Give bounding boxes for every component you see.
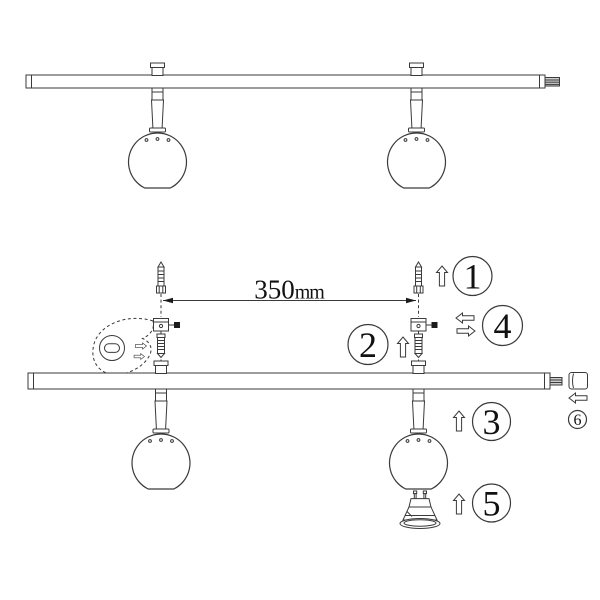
ceiling-bracket-right: [410, 318, 438, 332]
end-cap-curve: [572, 373, 574, 389]
slide-right-arrow-icon: [456, 325, 476, 337]
keyhole-slot: [104, 343, 120, 353]
wall-anchor-left: [156, 261, 166, 294]
step-4-number: 4: [494, 306, 512, 346]
slide-right-arrow-icon: [135, 342, 147, 350]
step-1-badge: 1: [452, 255, 493, 297]
rail-end-connector-stub: [549, 377, 563, 386]
rail-knob: [150, 62, 165, 76]
step-2-number: 2: [359, 325, 377, 365]
spotlight-head-right: [388, 388, 449, 490]
dimension-arrowhead-left: [163, 297, 173, 304]
keyhole-detail-callout: [92, 317, 154, 376]
dimension-350mm: 350mm: [163, 275, 416, 305]
bulb-up-arrow-icon: [453, 493, 465, 515]
step-6-badge: 6: [567, 409, 588, 430]
gu10-bulb: [399, 490, 441, 529]
step-1-number: 1: [464, 257, 482, 297]
dimension-label: 350mm: [254, 275, 325, 305]
rail-knob: [153, 360, 169, 374]
exploded-view: 350mm: [27, 255, 588, 529]
screw-up-arrow-icon: [397, 336, 409, 358]
step-6-number: 6: [574, 412, 582, 429]
rail-knob: [411, 360, 426, 374]
step-5-number: 5: [483, 484, 501, 524]
spotlight-head-left: [127, 87, 188, 189]
rail-end-cap: [568, 372, 588, 390]
step-2-badge: 2: [347, 323, 389, 366]
assembled-rail: [25, 74, 560, 89]
slide-right-arrow-icon: [133, 353, 145, 360]
spotlight-head-right: [386, 87, 447, 189]
spotlight-head-left: [131, 388, 191, 490]
step-3-number: 3: [483, 402, 501, 442]
insert-up-arrow-icon: [436, 265, 448, 287]
rail-knob: [409, 62, 424, 76]
attach-up-arrow-icon: [453, 410, 465, 432]
slide-left-arrow-icon: [455, 312, 475, 324]
step-3-badge: 3: [471, 401, 512, 442]
cap-left-arrow-icon: [568, 392, 588, 404]
wall-anchor-right: [413, 261, 424, 294]
mounting-screw-left: [156, 333, 166, 358]
rail-end-connector-stub: [544, 77, 560, 87]
ceiling-bracket-left: [153, 318, 181, 332]
step-4-badge: 4: [481, 304, 524, 347]
assembled-view: [25, 62, 560, 189]
dimension-arrowhead-right: [406, 297, 416, 304]
exploded-rail: [27, 372, 563, 390]
step-5-badge: 5: [471, 483, 512, 524]
mounting-screw-right: [414, 333, 423, 358]
